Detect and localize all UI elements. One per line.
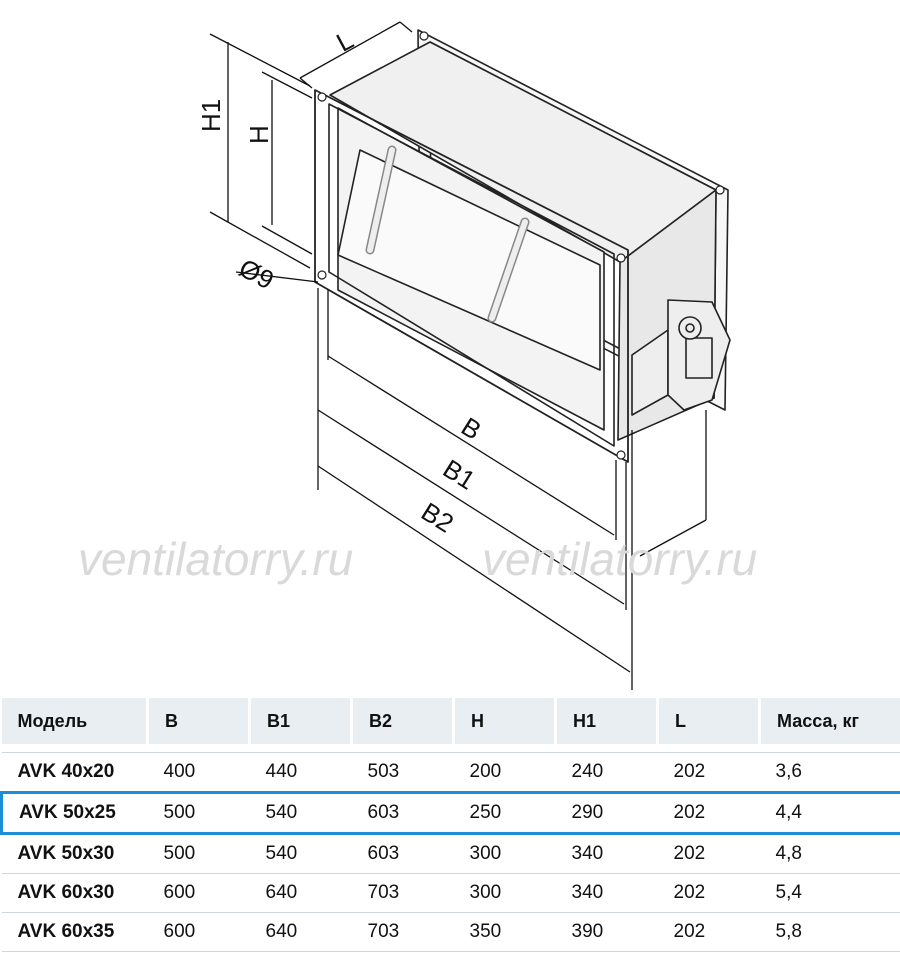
cell-h: 300 — [453, 833, 556, 874]
table-header-row: Модель B B1 B2 H H1 L Масса, кг — [1, 698, 900, 744]
cell-l: 202 — [657, 833, 760, 874]
cell-l: 202 — [657, 873, 760, 913]
cell-l: 202 — [657, 912, 760, 952]
watermark-left: ventilatorry.ru — [78, 533, 353, 585]
cell-b2: 703 — [351, 873, 454, 913]
dim-label-b: B — [456, 411, 487, 446]
cell-h1: 290 — [555, 791, 658, 835]
header-b: B — [147, 698, 251, 744]
cell-h1: 390 — [555, 912, 658, 952]
cell-l: 202 — [657, 791, 760, 835]
cell-h: 200 — [453, 752, 556, 793]
table-row: AVK 60x35 600 640 703 350 390 202 5,8 — [1, 912, 900, 952]
header-b2: B2 — [351, 698, 455, 744]
front-flange — [314, 89, 629, 463]
cell-b2: 603 — [351, 833, 454, 874]
cell-b1: 640 — [249, 912, 352, 952]
dim-label-d9: Ø9 — [234, 253, 279, 296]
cell-b: 600 — [147, 873, 250, 913]
dim-label-l: L — [331, 24, 358, 57]
cell-h: 250 — [453, 791, 556, 835]
header-mass: Масса, кг — [759, 698, 900, 744]
cell-mass: 5,4 — [759, 873, 900, 913]
cell-b2: 703 — [351, 912, 454, 952]
cell-h1: 240 — [555, 752, 658, 793]
cell-h: 300 — [453, 873, 556, 913]
table-row: AVK 50x30 500 540 603 300 340 202 4,8 — [1, 833, 900, 874]
header-b1: B1 — [249, 698, 353, 744]
cell-b1: 540 — [249, 833, 352, 874]
dim-label-b2: B2 — [416, 496, 459, 538]
table-spacer — [1, 744, 900, 753]
cell-b2: 603 — [351, 791, 454, 835]
cell-b: 500 — [147, 833, 250, 874]
cell-b: 600 — [147, 912, 250, 952]
cell-l: 202 — [657, 752, 760, 793]
cell-h: 350 — [453, 912, 556, 952]
header-h: H — [453, 698, 557, 744]
header-model: Модель — [1, 698, 149, 744]
cell-b: 400 — [147, 752, 250, 793]
cell-h1: 340 — [555, 873, 658, 913]
cell-mass: 3,6 — [759, 752, 900, 793]
cell-mass: 4,8 — [759, 833, 900, 874]
header-h1: H1 — [555, 698, 659, 744]
dim-label-h1: H1 — [196, 99, 226, 132]
header-l: L — [657, 698, 761, 744]
cell-model: AVK 50x30 — [1, 833, 148, 874]
actuator — [631, 299, 731, 416]
watermark-right: ventilatorry.ru — [482, 533, 757, 585]
spec-table: Модель B B1 B2 H H1 L Масса, кг AVK 40x2… — [0, 698, 900, 952]
cell-b1: 440 — [249, 752, 352, 793]
cell-mass: 4,4 — [759, 791, 900, 835]
cell-model: AVK 40x20 — [1, 752, 148, 793]
table-row: AVK 40x20 400 440 503 200 240 202 3,6 — [1, 752, 900, 793]
cell-b2: 503 — [351, 752, 454, 793]
cell-model: AVK 60x30 — [1, 873, 148, 913]
cell-model: AVK 50x25 — [0, 791, 148, 835]
cell-h1: 340 — [555, 833, 658, 874]
dim-label-h: H — [244, 125, 274, 144]
cell-mass: 5,8 — [759, 912, 900, 952]
cell-b1: 640 — [249, 873, 352, 913]
cell-model: AVK 60x35 — [1, 912, 148, 952]
technical-drawing: L H1 H Ø9 B B1 B2 ventilatorry.ru ventil… — [78, 21, 757, 690]
cell-b1: 540 — [249, 791, 352, 835]
cell-b: 500 — [147, 791, 250, 835]
table-row-highlighted: AVK 50x25 500 540 603 250 290 202 4,4 — [0, 791, 900, 835]
table-row: AVK 60x30 600 640 703 300 340 202 5,4 — [1, 873, 900, 913]
